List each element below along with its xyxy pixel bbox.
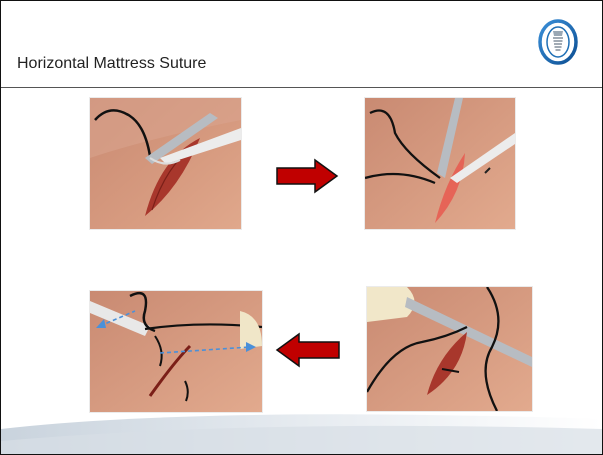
suture-step-4-photo [367,287,532,411]
footer-swoosh [1,401,602,454]
title-divider [1,87,602,88]
right-arrow-icon [275,158,339,194]
dental-implant-logo-icon [537,17,579,67]
slide-title: Horizontal Mattress Suture [17,55,206,73]
left-arrow-icon [275,332,341,368]
suture-step-2-photo [365,98,515,229]
suture-step-3-photo [90,291,262,412]
suture-step-1-photo [90,98,241,229]
